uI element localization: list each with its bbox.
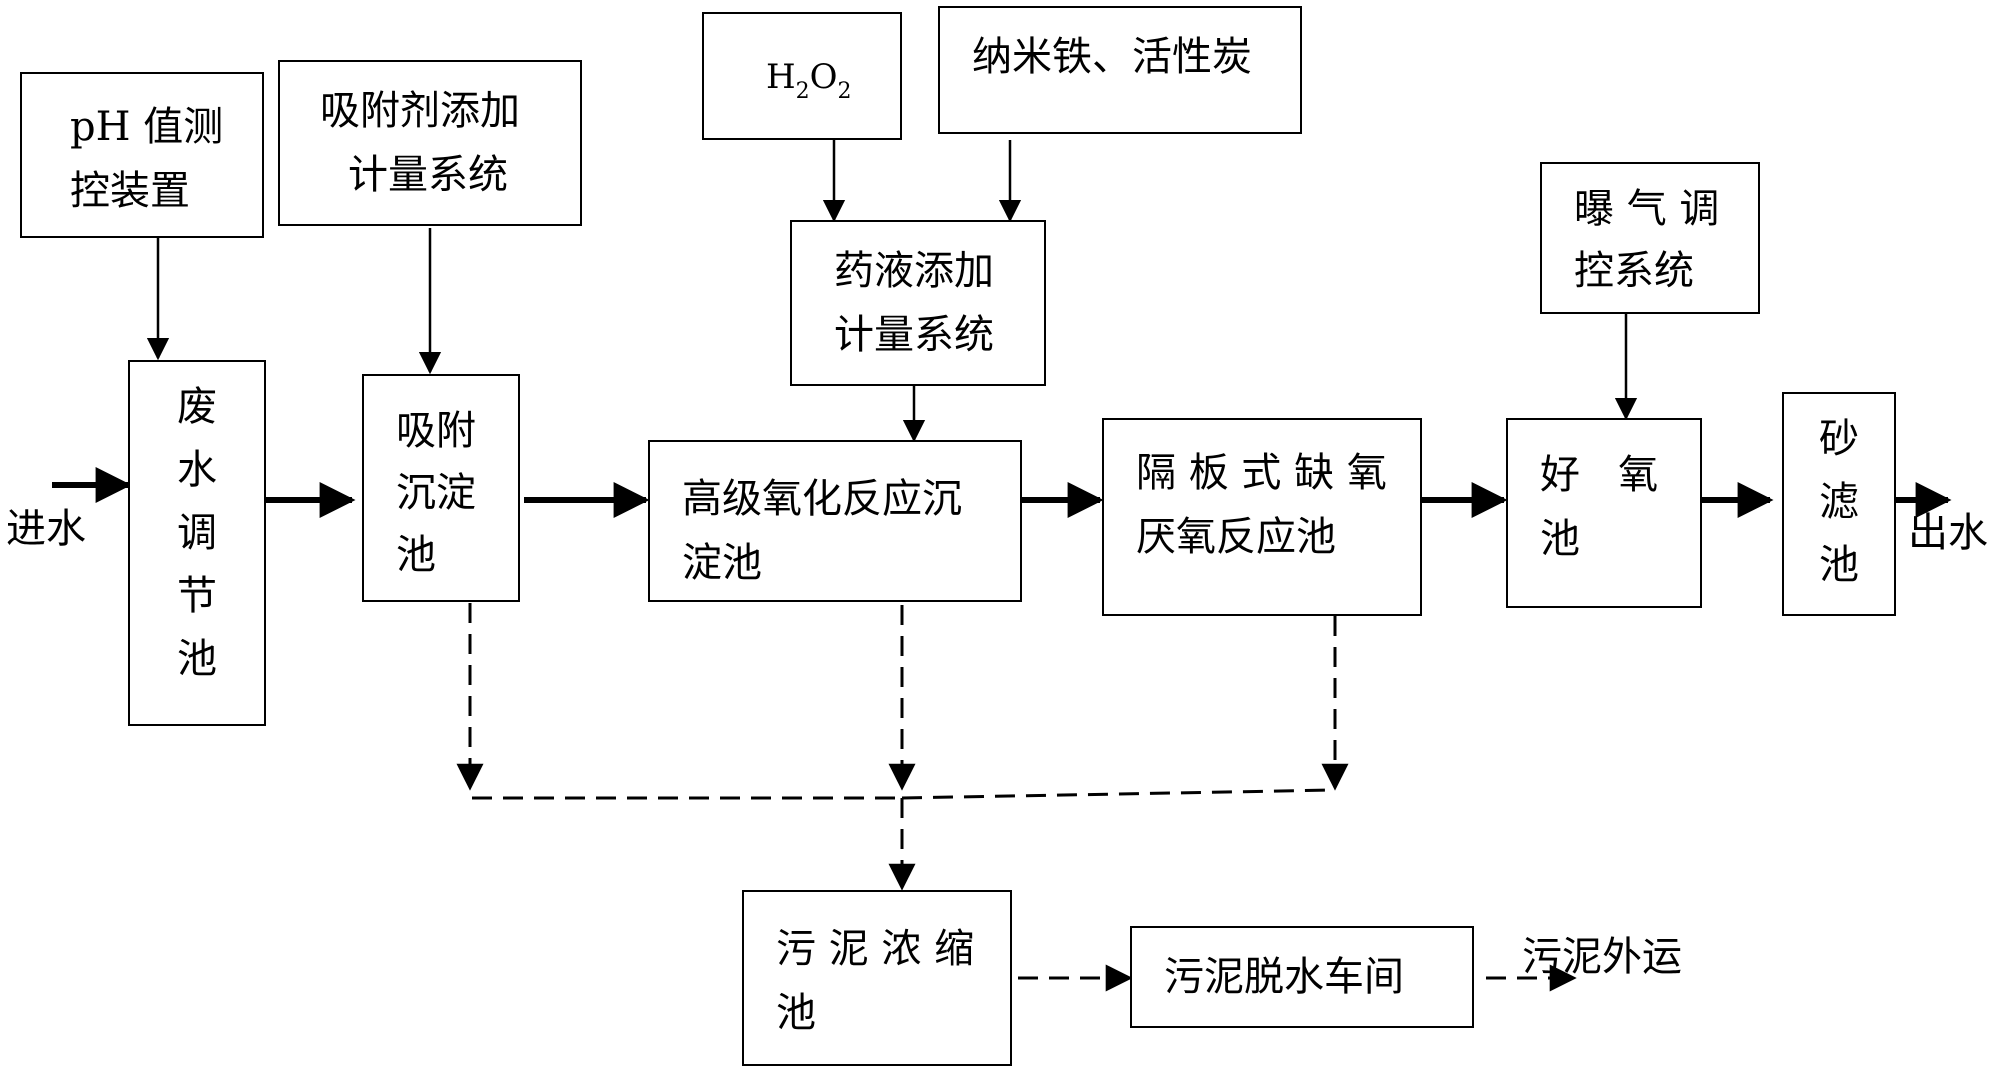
nano-iron-carbon-box: 纳米铁、活性炭 [938, 6, 1302, 134]
adsorbent-dosing-line1: 吸附剂添加 [320, 88, 520, 134]
anoxic-tank-line2: 厌氧反应池 [1136, 514, 1336, 560]
sand-filter-box: 砂滤池 [1782, 392, 1896, 616]
aerobic-tank-line1: 好 氧 [1540, 452, 1659, 498]
nano-iron-carbon-label: 纳米铁、活性炭 [972, 34, 1252, 80]
sludge-collector-right [901, 788, 1336, 800]
aerobic-tank-box: 好 氧 池 [1506, 418, 1702, 608]
adsorption-tank-line3: 池 [396, 532, 436, 578]
regulating-tank-label: 废水调节池 [177, 384, 217, 682]
aop-tank-line1: 高级氧化反应沉 [682, 476, 962, 522]
h2o2-label: H2O2 [766, 57, 852, 104]
regulating-tank-box: 废水调节池 [128, 360, 266, 726]
aerobic-tank-line2: 池 [1540, 516, 1580, 562]
sludge-out-label: 污泥外运 [1522, 934, 1682, 980]
sand-filter-label: 砂滤池 [1819, 416, 1859, 588]
ph-control-line1: pH 值测 [70, 104, 224, 150]
dewatering-workshop-label: 污泥脱水车间 [1164, 954, 1404, 1000]
adsorption-tank-box: 吸附 沉淀 池 [362, 374, 520, 602]
sludge-thickener-box: 污 泥 浓 缩 池 [742, 890, 1012, 1066]
water-in-label: 进水 [6, 506, 86, 552]
chemical-dosing-line1: 药液添加 [834, 248, 994, 294]
ph-control-line2: 控装置 [70, 168, 190, 214]
water-out-label: 出水 [1908, 510, 1988, 556]
aop-tank-line2: 淀池 [682, 540, 762, 586]
adsorption-tank-line2: 沉淀 [396, 470, 476, 516]
h2o2-box: H2O2 [702, 12, 902, 140]
adsorbent-dosing-line2: 计量系统 [348, 152, 508, 198]
anoxic-tank-box: 隔 板 式 缺 氧 厌氧反应池 [1102, 418, 1422, 616]
ph-control-box: pH 值测 控装置 [20, 72, 264, 238]
aeration-control-line1: 曝 气 调 [1574, 186, 1720, 232]
aeration-control-box: 曝 气 调 控系统 [1540, 162, 1760, 314]
chemical-dosing-line2: 计量系统 [834, 312, 994, 358]
anoxic-tank-line1: 隔 板 式 缺 氧 [1136, 450, 1387, 496]
sludge-thickener-line1: 污 泥 浓 缩 [776, 926, 975, 972]
aeration-control-line2: 控系统 [1574, 248, 1694, 294]
chemical-dosing-box: 药液添加 计量系统 [790, 220, 1046, 386]
dewatering-workshop-box: 污泥脱水车间 [1130, 926, 1474, 1028]
sludge-thickener-line2: 池 [776, 990, 816, 1036]
aop-tank-box: 高级氧化反应沉 淀池 [648, 440, 1022, 602]
adsorbent-dosing-box: 吸附剂添加 计量系统 [278, 60, 582, 226]
adsorption-tank-line1: 吸附 [396, 408, 476, 454]
